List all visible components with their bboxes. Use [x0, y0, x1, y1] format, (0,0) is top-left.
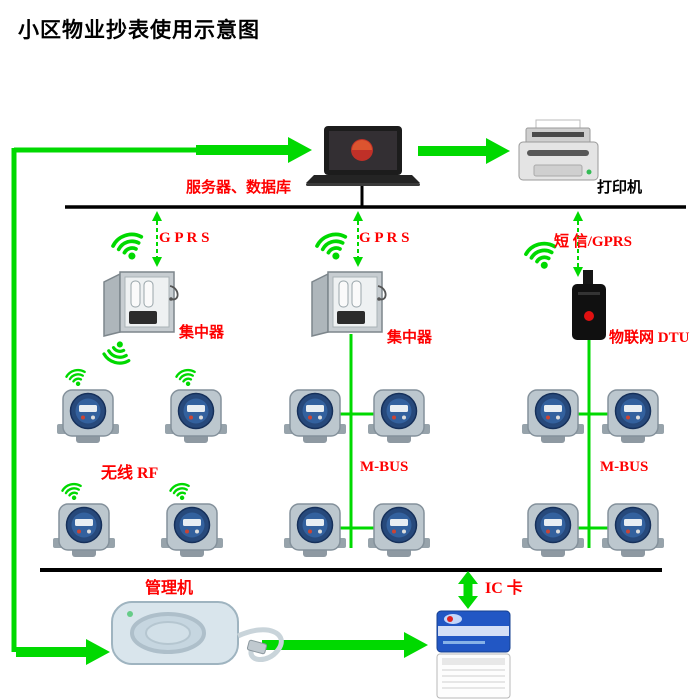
water-meter — [283, 389, 347, 444]
ic-card-blue — [436, 610, 511, 653]
manager-label: 管理机 — [145, 580, 194, 597]
gprs-mid-label: G P R S — [359, 230, 410, 246]
wifi-icon-meter-3 — [60, 480, 85, 504]
arrow-left-to-server — [196, 137, 312, 163]
water-meter — [601, 389, 665, 444]
dtu-label: 物联网 DTU — [609, 330, 690, 346]
wifi-icon-gprs-mid — [313, 229, 353, 266]
water-meter — [160, 503, 224, 558]
collector-left — [103, 271, 179, 337]
mbus-right-label: M-BUS — [600, 459, 649, 475]
gprs-left-label: G P R S — [159, 230, 210, 246]
wireless-rf-label: 无线 RF — [101, 465, 159, 482]
water-meter — [52, 503, 116, 558]
water-meter — [367, 503, 431, 558]
wifi-icon-collector-left — [100, 336, 135, 368]
collector-mid — [311, 271, 387, 337]
collector-mid-label: 集中器 — [387, 330, 433, 346]
wifi-icon-meter-1 — [64, 366, 89, 390]
server-label: 服务器、数据库 — [186, 180, 292, 196]
water-meter — [367, 389, 431, 444]
left-feedback-line — [11, 147, 196, 652]
printer-label: 打印机 — [597, 180, 643, 196]
usb-plug-icon — [246, 639, 268, 655]
collector-left-label: 集中器 — [179, 325, 225, 341]
wifi-icon-meter-2 — [174, 366, 199, 390]
iot-dtu — [572, 270, 606, 340]
arrow-ic-card-doubleheaded — [458, 571, 478, 609]
water-meter — [283, 503, 347, 558]
printer — [518, 119, 599, 181]
mbus-mid-label: M-BUS — [360, 459, 409, 475]
page-title: 小区物业抄表使用示意图 — [18, 19, 260, 42]
ic-card-label: IC 卡 — [485, 580, 523, 597]
arrow-to-manager — [16, 639, 110, 665]
ic-card-white — [436, 653, 511, 699]
arrow-reader-to-card — [262, 632, 428, 658]
card-reader — [111, 601, 284, 665]
wifi-icon-gprs-left — [109, 229, 149, 266]
wifi-icon-meter-4 — [168, 480, 193, 504]
arrow-server-to-printer — [418, 138, 510, 164]
sms-gprs-label: 短 信/GPRS — [554, 234, 632, 250]
water-meter — [521, 389, 585, 444]
water-meter — [56, 389, 120, 444]
water-meter — [164, 389, 228, 444]
water-meter — [601, 503, 665, 558]
water-meter — [521, 503, 585, 558]
server-laptop — [306, 126, 420, 186]
